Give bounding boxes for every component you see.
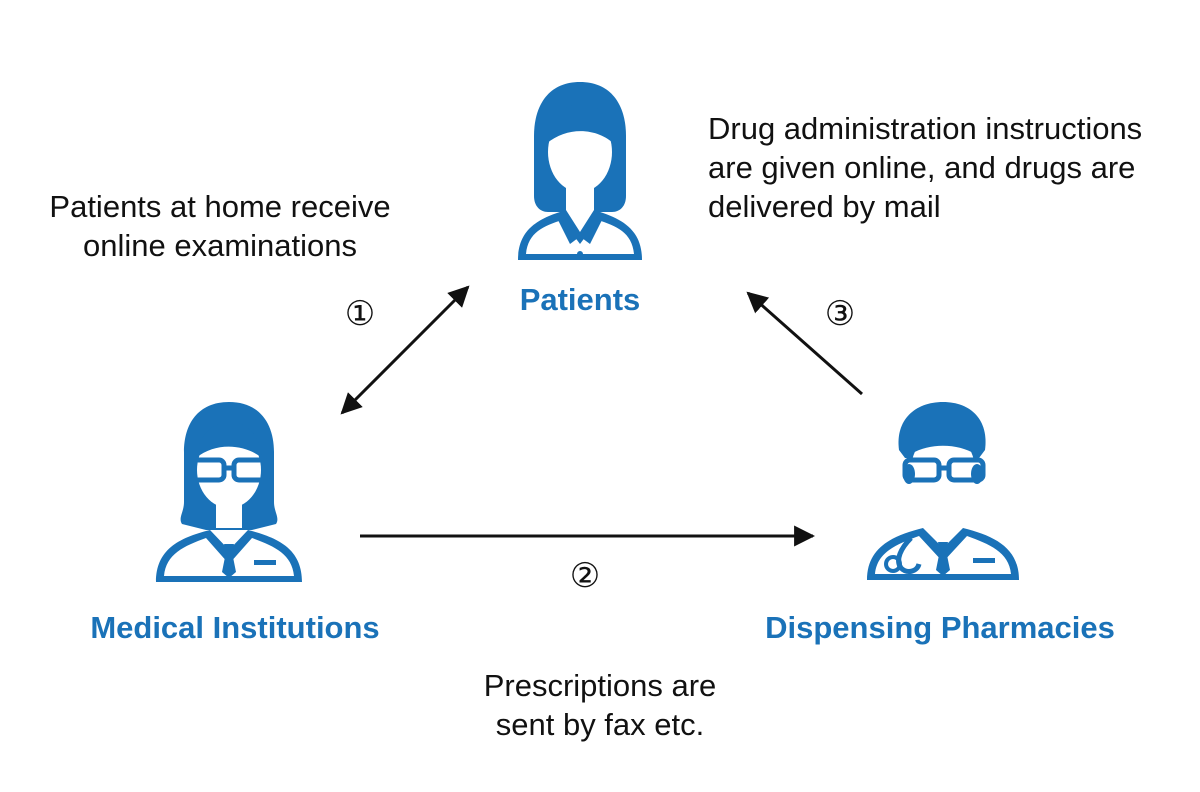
step-1-description-line: online examinations <box>82 228 357 263</box>
step-3-number: ③ <box>824 295 856 333</box>
step-1-description-line: Patients at home receive <box>49 189 391 224</box>
step-1-number: ① <box>344 295 376 333</box>
medical-institutions-node <box>144 400 314 590</box>
patients-node <box>500 78 660 273</box>
step-2-number: ② <box>569 557 601 595</box>
dispensing-pharmacies-label: Dispensing Pharmacies <box>765 610 1115 645</box>
step-2-description-line: Prescriptions are <box>483 668 717 703</box>
step-1-description: Patients at home receive online examinat… <box>30 187 410 265</box>
arrow-step-1-bidirectional <box>340 285 470 415</box>
medical-institutions-label: Medical Institutions <box>90 610 380 645</box>
step-3-description-line: Drug administration instructions <box>708 111 1143 146</box>
step-3-description: Drug administration instructions are giv… <box>708 109 1178 226</box>
step-3-description-line: delivered by mail <box>708 189 941 224</box>
patient-woman-icon <box>518 82 642 260</box>
pharmacist-man-stethoscope-icon <box>867 402 1019 580</box>
patients-label: Patients <box>519 282 641 317</box>
step-2-description-line: sent by fax etc. <box>495 707 705 742</box>
doctor-woman-glasses-icon <box>156 402 302 582</box>
dispensing-pharmacies-node <box>855 398 1030 588</box>
arrow-step-3 <box>746 291 863 396</box>
step-2-description: Prescriptions are sent by fax etc. <box>440 666 760 744</box>
step-3-description-line: are given online, and drugs are <box>708 150 1136 185</box>
